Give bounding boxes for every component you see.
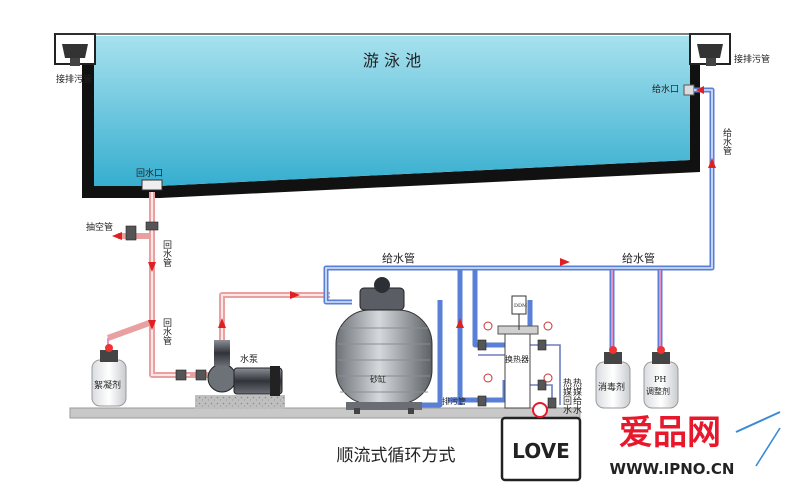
label-return-pipe-upper: 回水管 xyxy=(161,240,172,267)
label-heating-supply: 热媒给水 xyxy=(571,377,582,414)
arrow-left-vacuum xyxy=(112,232,122,240)
pen-stroke-1 xyxy=(735,411,781,433)
label-drain-right: 接排污管 xyxy=(734,53,770,65)
arrow-down-return xyxy=(148,262,156,272)
label-disinfectant: 消毒剂 xyxy=(598,381,625,393)
left-gutter-drain xyxy=(62,44,88,58)
label-supply-pipe-left: 给水管 xyxy=(382,251,415,265)
label-sewage-pipe: 排污管 xyxy=(442,396,466,406)
label-pump: 水泵 xyxy=(240,353,258,365)
label-supply-pipe-vertical: 给水管 xyxy=(721,127,732,155)
label-ddm: DDM xyxy=(514,303,527,309)
arrow-up-pump xyxy=(218,318,226,328)
ground-slab xyxy=(69,407,581,419)
arrow-right-filter xyxy=(290,291,300,299)
filter-tank xyxy=(335,277,433,414)
arrow-inlet xyxy=(696,86,704,94)
label-supply-pipe-right: 给水管 xyxy=(622,251,655,265)
ddm-gauge xyxy=(511,295,527,330)
label-ph-1: PH xyxy=(654,375,666,384)
label-vacuum-pipe: 抽空管 xyxy=(86,221,113,233)
right-gutter-drain xyxy=(697,44,723,58)
arrow-right-top xyxy=(560,258,570,266)
brand-url: WWW.IPNO.CN xyxy=(610,460,735,478)
pressure-gauges xyxy=(483,321,553,383)
valves xyxy=(125,221,557,409)
label-filter: 砂缸 xyxy=(370,374,386,384)
label-heating-return: 热媒回水 xyxy=(561,377,572,414)
watermark: LOVE 爱品网 WWW.IPNO.CN xyxy=(500,402,781,482)
ph-tank xyxy=(643,346,679,409)
pool-water xyxy=(94,36,690,186)
pool xyxy=(54,33,731,198)
arrow-down-return-2 xyxy=(148,320,156,330)
brand-name: 爱品网 xyxy=(619,413,721,453)
pump-base xyxy=(195,395,285,409)
flow-arrows xyxy=(112,86,716,330)
pump xyxy=(207,340,283,396)
disinfectant-tank xyxy=(595,346,631,409)
pool-title: 游 泳 池 xyxy=(363,51,421,70)
label-heat-exchanger: 换热器 xyxy=(505,354,529,364)
love-text: LOVE xyxy=(512,439,570,463)
label-inlet: 给水口 xyxy=(652,83,679,95)
label-drain-left: 接排污管 xyxy=(56,73,92,85)
return-outlet-fitting xyxy=(141,179,163,191)
flocculant-tank xyxy=(91,344,127,407)
label-flocculant: 絮凝剂 xyxy=(94,379,121,391)
pen-stroke-2 xyxy=(755,427,781,467)
label-return-outlet: 回水口 xyxy=(136,167,163,179)
heat-exchanger xyxy=(497,325,539,409)
arrow-up-right xyxy=(708,158,716,168)
arrow-up-heat xyxy=(456,318,464,328)
supply-pipe-core xyxy=(325,89,713,303)
love-badge xyxy=(500,416,582,482)
label-ph-2: 调整剂 xyxy=(646,386,670,396)
diagram-caption: 顺流式循环方式 xyxy=(337,446,456,466)
label-return-pipe-lower: 回水管 xyxy=(161,318,172,345)
inlet-fitting xyxy=(683,84,695,96)
